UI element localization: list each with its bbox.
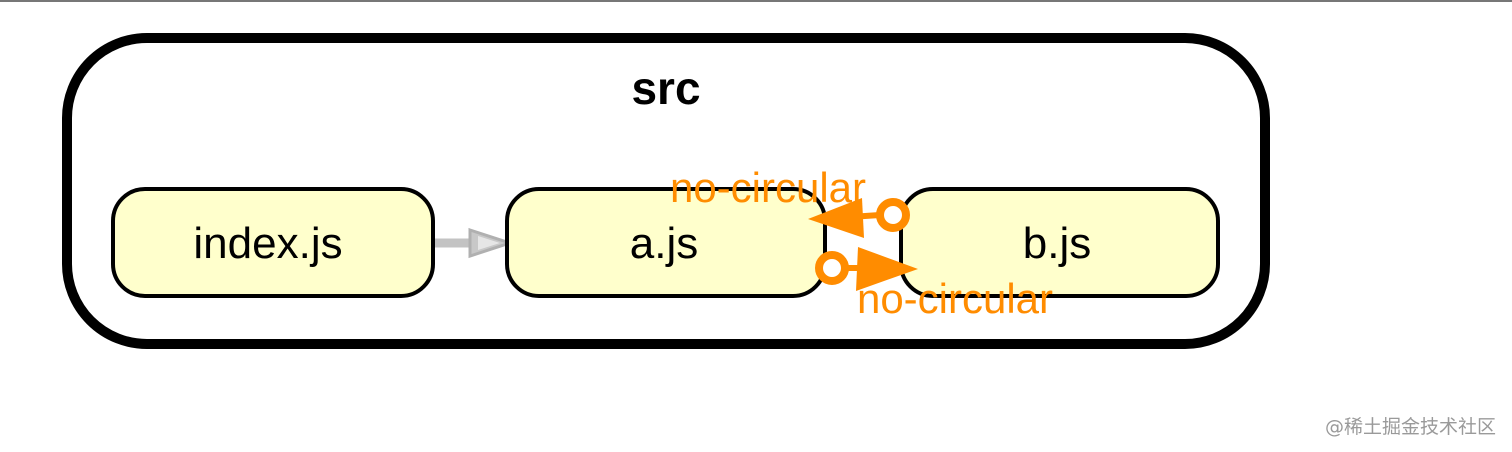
node-b-js[interactable]: b.js — [899, 187, 1220, 298]
node-label-index: index.js — [193, 219, 342, 268]
edge-index-to-a — [433, 227, 515, 259]
node-a-js[interactable]: a.js — [505, 187, 827, 298]
arrowhead-inner — [478, 236, 500, 250]
edge-origin-circle — [876, 198, 910, 232]
edge-origin-circle — [815, 251, 849, 285]
edge-b-to-a: no-circular — [670, 164, 910, 238]
watermark: @稀土掘金技术社区 — [1324, 416, 1496, 438]
cluster-label: src — [631, 62, 700, 114]
node-label-b: b.js — [1023, 219, 1091, 268]
node-index-js[interactable]: index.js — [111, 187, 435, 298]
arrowhead-icon — [856, 247, 918, 291]
edge-label-b-to-a: no-circular — [670, 164, 866, 211]
edge-label-a-to-b: no-circular — [857, 275, 1053, 322]
edge-a-to-b: no-circular — [815, 247, 1053, 322]
node-label-a: a.js — [630, 219, 698, 268]
top-border — [0, 0, 1512, 2]
arrowhead-icon — [808, 198, 864, 238]
